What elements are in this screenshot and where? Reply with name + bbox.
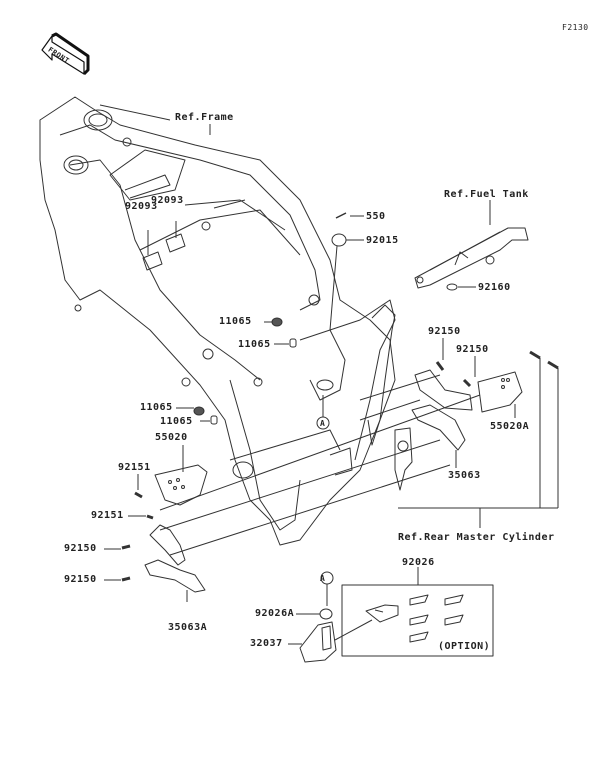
part-55020: 55020	[155, 432, 188, 443]
part-92151-b: 92151	[91, 510, 124, 521]
part-92150-c: 92150	[64, 543, 97, 554]
part-35063A: 35063A	[168, 622, 208, 633]
ref-rear-master-cylinder-label: Ref.Rear Master Cylinder	[398, 532, 555, 543]
part-32037: 32037	[250, 638, 283, 649]
callout-marker-a-frame: A	[320, 419, 326, 428]
part-92093-a: 92093	[151, 195, 184, 206]
fuel-tank-bracket	[414, 227, 529, 291]
frame-drawing	[39, 96, 451, 556]
callout-marker-a-lower: A	[320, 574, 326, 583]
part-11065-d: 11065	[160, 416, 193, 427]
shim-set	[365, 594, 464, 643]
ref-frame-label: Ref.Frame	[175, 112, 234, 123]
part-35063: 35063	[448, 470, 481, 481]
option-label: (OPTION)	[438, 641, 491, 652]
ref-fuel-tank-label: Ref.Fuel Tank	[444, 189, 529, 200]
part-92015: 92015	[366, 235, 399, 246]
part-92093-b: 92093	[125, 201, 158, 212]
part-55020A: 55020A	[490, 421, 530, 432]
front-arrow-icon	[41, 32, 90, 76]
part-92150-d: 92150	[64, 574, 97, 585]
part-11065-c: 11065	[140, 402, 173, 413]
figure-code: F2130	[562, 23, 589, 32]
part-92150-b: 92150	[456, 344, 489, 355]
part-92160: 92160	[478, 282, 511, 293]
part-11065-a: 11065	[219, 316, 252, 327]
part-11065-b: 11065	[238, 339, 271, 350]
part-92150-a: 92150	[428, 326, 461, 337]
part-92151-a: 92151	[118, 462, 151, 473]
right-footpeg-bracket	[159, 350, 559, 511]
part-92026: 92026	[402, 557, 435, 568]
part-550: 550	[366, 211, 386, 222]
left-footpeg-bracket	[121, 464, 208, 593]
pad-92093-a	[142, 251, 163, 271]
part-92026A: 92026A	[255, 608, 295, 619]
